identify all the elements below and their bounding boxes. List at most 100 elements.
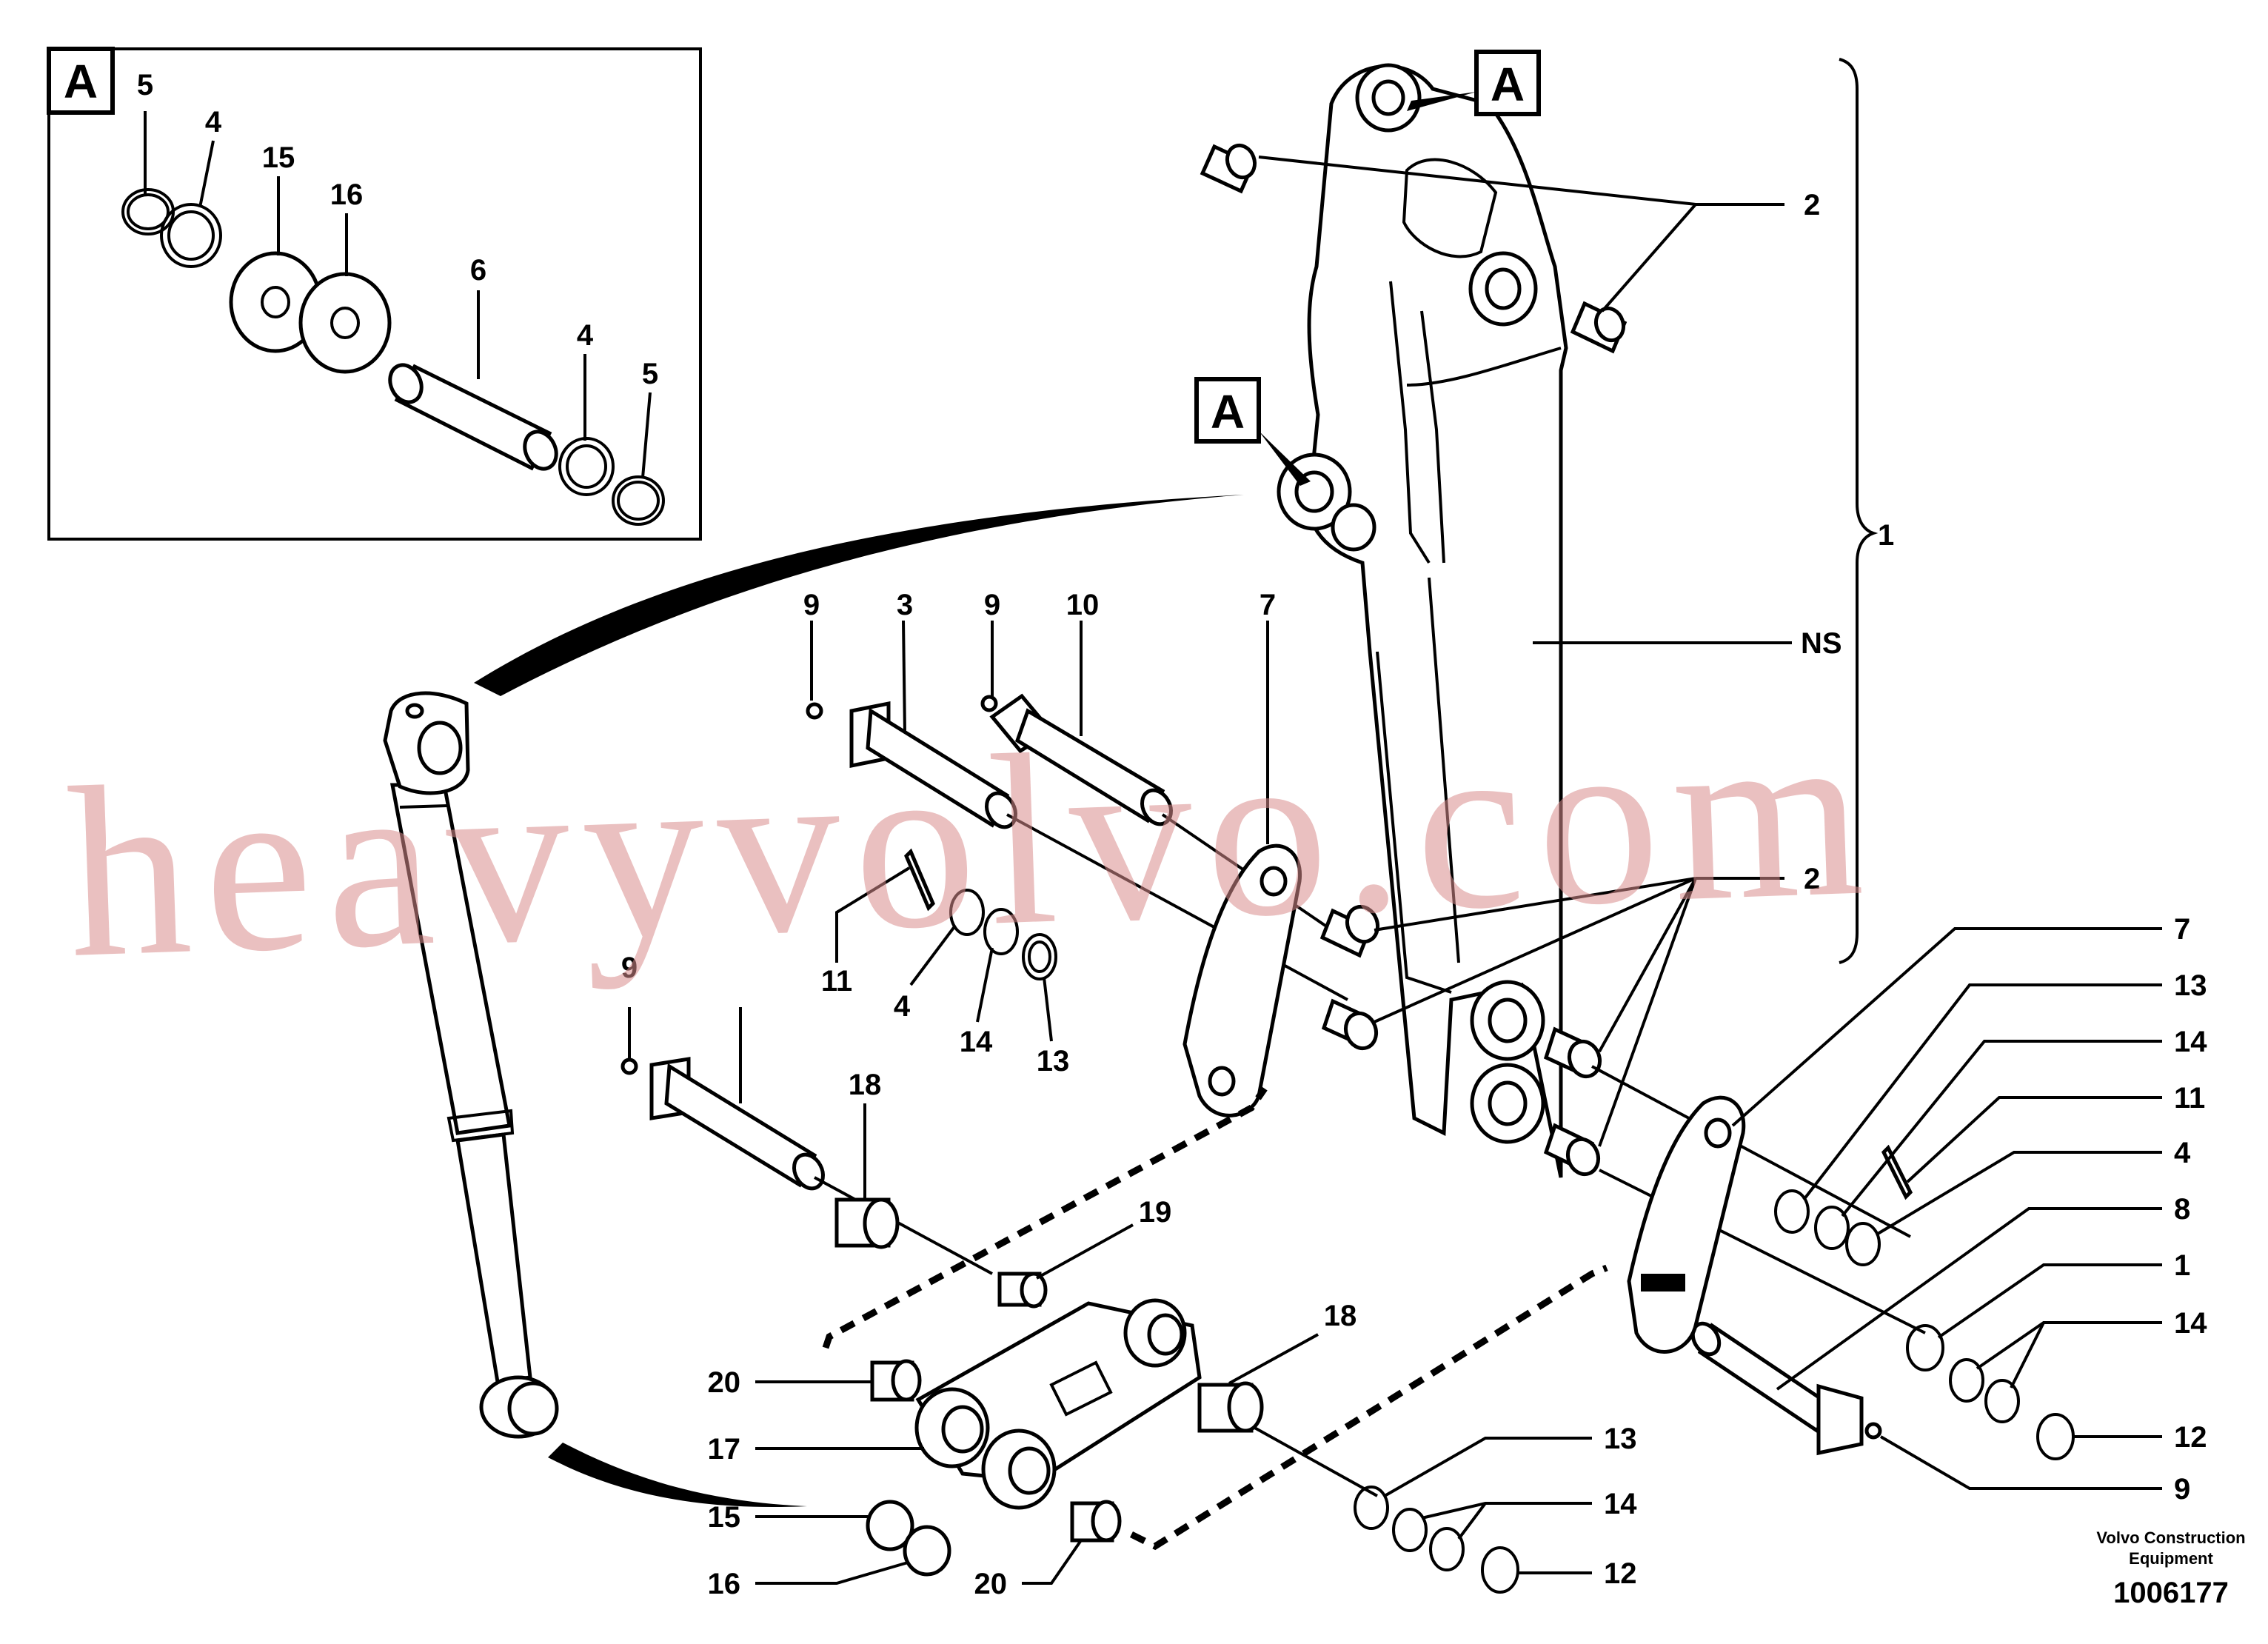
bushing-end [863, 1197, 900, 1249]
plate-hole [1260, 866, 1288, 897]
pins [649, 693, 1864, 1456]
callout-16: 16 [708, 1568, 741, 1600]
cylinder-collar [446, 1109, 515, 1143]
bushing-end [1091, 1500, 1122, 1543]
callout-1: 1 [1878, 519, 1894, 552]
washer-4 [1845, 1222, 1881, 1266]
ring-inner [127, 193, 170, 230]
callout-11: 11 [821, 965, 852, 998]
callout-14: 14 [2174, 1026, 2207, 1058]
arm-weld-line [1406, 347, 1562, 387]
callout-9: 9 [2174, 1473, 2190, 1506]
callout-5: 5 [642, 358, 658, 390]
pin-end [985, 791, 1017, 829]
callout-2: 2 [1804, 189, 1820, 221]
detail-tag-box [47, 47, 115, 115]
leader [1879, 1435, 2162, 1490]
cylinder-port [417, 721, 463, 775]
leader [1228, 1333, 1319, 1385]
pin-end [388, 363, 424, 404]
view-tag-upper: A [1491, 58, 1525, 111]
leader [1384, 1437, 1592, 1497]
grease-nipple-9 [620, 1057, 638, 1075]
view-tag-pointer [1259, 431, 1311, 486]
link-hole [1147, 1313, 1184, 1356]
pin-end [792, 1152, 825, 1191]
leader [1876, 1151, 2162, 1235]
callout-15: 15 [262, 141, 295, 174]
bushing-end [1345, 904, 1380, 944]
callout-9: 9 [984, 589, 1000, 621]
callout-4: 4 [894, 990, 911, 1023]
bushing-end [891, 1359, 922, 1402]
callout-14: 14 [1604, 1488, 1637, 1520]
shim-14 [1392, 1508, 1428, 1552]
cotter-pin-11 [1881, 1144, 1913, 1200]
leaders [628, 156, 2162, 1585]
arm-edge [1428, 577, 1460, 963]
callout-ns: NS [1801, 627, 1842, 660]
brand-line-1: Volvo Construction [2096, 1528, 2245, 1547]
callout-18: 18 [849, 1069, 882, 1101]
axis-line [1006, 813, 1348, 1001]
arm-lower-hole [1488, 998, 1528, 1043]
callout-15: 15 [708, 1501, 741, 1534]
callout-8: 8 [2174, 1193, 2190, 1226]
lock-pin-12 [1481, 1546, 1519, 1594]
pin-end [523, 430, 558, 471]
leader [976, 947, 994, 1023]
bushing-end [1225, 143, 1257, 180]
ring-1 [1906, 1324, 1944, 1371]
pin-shaft-3 [866, 707, 1010, 828]
link-pocket [1049, 1360, 1113, 1417]
plate-hole [1208, 1066, 1236, 1097]
callout-1: 1 [2174, 1249, 2190, 1282]
shim-14 [1949, 1358, 1984, 1403]
leader [1731, 927, 2162, 1127]
arm-web-line [1420, 310, 1445, 564]
grease-nipple-9 [980, 695, 998, 712]
axis-line [814, 1176, 993, 1275]
leader [1937, 1263, 2162, 1339]
leader [1374, 877, 1696, 932]
callout-12: 12 [2174, 1421, 2207, 1454]
part-washer [160, 203, 222, 268]
bushing-end [1565, 1137, 1601, 1177]
callout-7: 7 [1260, 589, 1276, 621]
detail-view-a: A 5 4 15 16 6 4 5 [47, 47, 702, 541]
watermark: heavyvolvo.com [64, 675, 1881, 1009]
cylinder-rod [455, 1132, 532, 1384]
detail-tag: A [64, 55, 98, 108]
callout-9: 9 [621, 952, 638, 984]
assembly-bracket [1839, 58, 1879, 964]
part-retaining-ring [612, 475, 665, 526]
leader [909, 924, 957, 986]
leader [1043, 977, 1053, 1042]
callout-4: 4 [205, 106, 222, 138]
callout-19: 19 [1139, 1196, 1172, 1229]
leader [641, 392, 652, 478]
leader [755, 1561, 909, 1585]
callout-5: 5 [137, 69, 153, 101]
axis-line [1591, 1065, 1911, 1238]
shim-14 [1984, 1379, 2020, 1423]
ring-13-inner [1028, 940, 1051, 973]
callout-14: 14 [2174, 1307, 2207, 1340]
ring-13 [1774, 1189, 1810, 1234]
leader [1598, 878, 1697, 1147]
callout-6: 6 [470, 254, 486, 287]
pin-flange [1816, 1383, 1864, 1456]
detail-sweep-lower [548, 1443, 807, 1508]
callout-13: 13 [1037, 1045, 1070, 1077]
arm-web-line [1389, 281, 1431, 564]
shim-hole [261, 286, 290, 318]
callout-4: 4 [2174, 1137, 2191, 1169]
link-hole [941, 1405, 984, 1454]
shim-14 [1814, 1206, 1850, 1250]
plate-hole [1704, 1117, 1732, 1149]
view-tag-middle: A [1211, 385, 1245, 438]
pin-shaft-10 [1014, 708, 1165, 823]
leader [1802, 983, 2162, 1201]
